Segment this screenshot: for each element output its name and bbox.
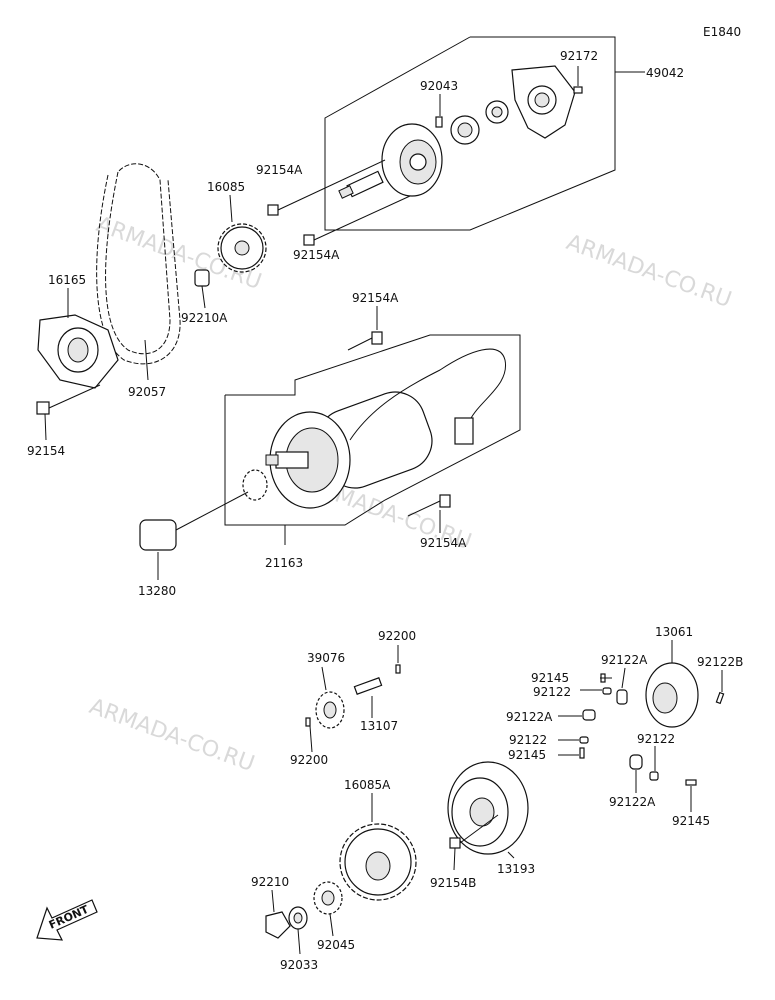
- bolt-92154A-motor-top: [347, 306, 383, 351]
- coupler-13280: [139, 491, 249, 580]
- label-92210: 92210: [251, 875, 289, 889]
- label-92122A-2: 92122A: [506, 710, 553, 724]
- label-13061: 13061: [655, 625, 693, 639]
- label-92200-1: 92200: [378, 629, 416, 643]
- bracket-49042: [324, 36, 616, 231]
- pin-92200-upper: [395, 664, 401, 674]
- label-92154: 92154: [27, 444, 65, 458]
- shaft-13107: [353, 677, 383, 718]
- starter-gear-16085A: [339, 823, 417, 901]
- chain-guide-16165: [37, 314, 119, 389]
- label-92045: 92045: [317, 938, 355, 952]
- watermark-4: ARMADA-CO.RU: [86, 694, 258, 777]
- label-92122-2: 92122: [509, 733, 547, 747]
- screw-92172: [573, 66, 583, 94]
- pin-92043: [435, 116, 443, 128]
- small-parts-right: [558, 667, 697, 812]
- clutch-shaft: [338, 170, 384, 199]
- front-label: FRONT: [47, 903, 91, 932]
- label-16085: 16085: [207, 180, 245, 194]
- washer-92033: [288, 906, 308, 955]
- label-92145-2: 92145: [508, 748, 546, 762]
- idle-gear-39076: [315, 691, 345, 729]
- pin-92200-lower: [305, 717, 311, 727]
- starter-wire: [349, 348, 507, 445]
- label-16165: 16165: [48, 273, 86, 287]
- bearing-92045: [313, 881, 343, 937]
- label-92122A-3: 92122A: [609, 795, 656, 809]
- bolt-92154A-lower: [303, 195, 411, 246]
- label-92122-1: 92122: [533, 685, 571, 699]
- label-21163: 21163: [265, 556, 303, 570]
- label-92172: 92172: [560, 49, 598, 63]
- label-13193: 13193: [497, 862, 535, 876]
- label-92043: 92043: [420, 79, 458, 93]
- one-way-clutch-hub: [450, 100, 509, 145]
- label-16085A: 16085A: [344, 778, 391, 792]
- sprocket-16085: [217, 223, 267, 273]
- bolt-92154A-motor-bottom: [407, 494, 451, 533]
- key-92122B: [715, 691, 725, 705]
- part-labels: 49042 92172 92043 92154A 16085 92154A 16…: [27, 49, 743, 972]
- diagram-code: E1840: [703, 25, 741, 39]
- label-92122B: 92122B: [697, 655, 743, 669]
- collar-92210: [265, 889, 291, 939]
- rotor-13193: [447, 761, 529, 859]
- clutch-housing: [381, 123, 443, 197]
- timing-plate-13061: [645, 640, 699, 728]
- label-49042: 49042: [646, 66, 684, 80]
- label-92154A-4: 92154A: [420, 536, 467, 550]
- bolt-92154: [36, 384, 101, 441]
- label-92145-3: 92145: [672, 814, 710, 828]
- label-92200-2: 92200: [290, 753, 328, 767]
- starter-clutch-cover: [511, 65, 576, 139]
- o-ring: [242, 469, 268, 501]
- label-92210A: 92210A: [181, 311, 228, 325]
- label-92033: 92033: [280, 958, 318, 972]
- chain-92057: [96, 163, 181, 365]
- label-92122A-1: 92122A: [601, 653, 648, 667]
- label-92154A-3: 92154A: [352, 291, 399, 305]
- label-92154A-2: 92154A: [293, 248, 340, 262]
- front-arrow: FRONT: [36, 899, 98, 941]
- label-39076: 39076: [307, 651, 345, 665]
- bolt-92154B: [449, 814, 499, 871]
- label-13280: 13280: [138, 584, 176, 598]
- bolt-92154A-upper: [267, 159, 386, 216]
- label-92154B: 92154B: [430, 876, 476, 890]
- label-92145-1: 92145: [531, 671, 569, 685]
- label-13107: 13107: [360, 719, 398, 733]
- starter-motor: [265, 391, 433, 509]
- collar-92210A: [194, 269, 210, 309]
- label-92057: 92057: [128, 385, 166, 399]
- label-92122-3: 92122: [637, 732, 675, 746]
- label-92154A-1: 92154A: [256, 163, 303, 177]
- watermark-2: ARMADA-CO.RU: [563, 230, 735, 313]
- watermarks: ARMADA-CO.RU ARMADA-CO.RU ARMADA-CO.RU A…: [86, 212, 735, 777]
